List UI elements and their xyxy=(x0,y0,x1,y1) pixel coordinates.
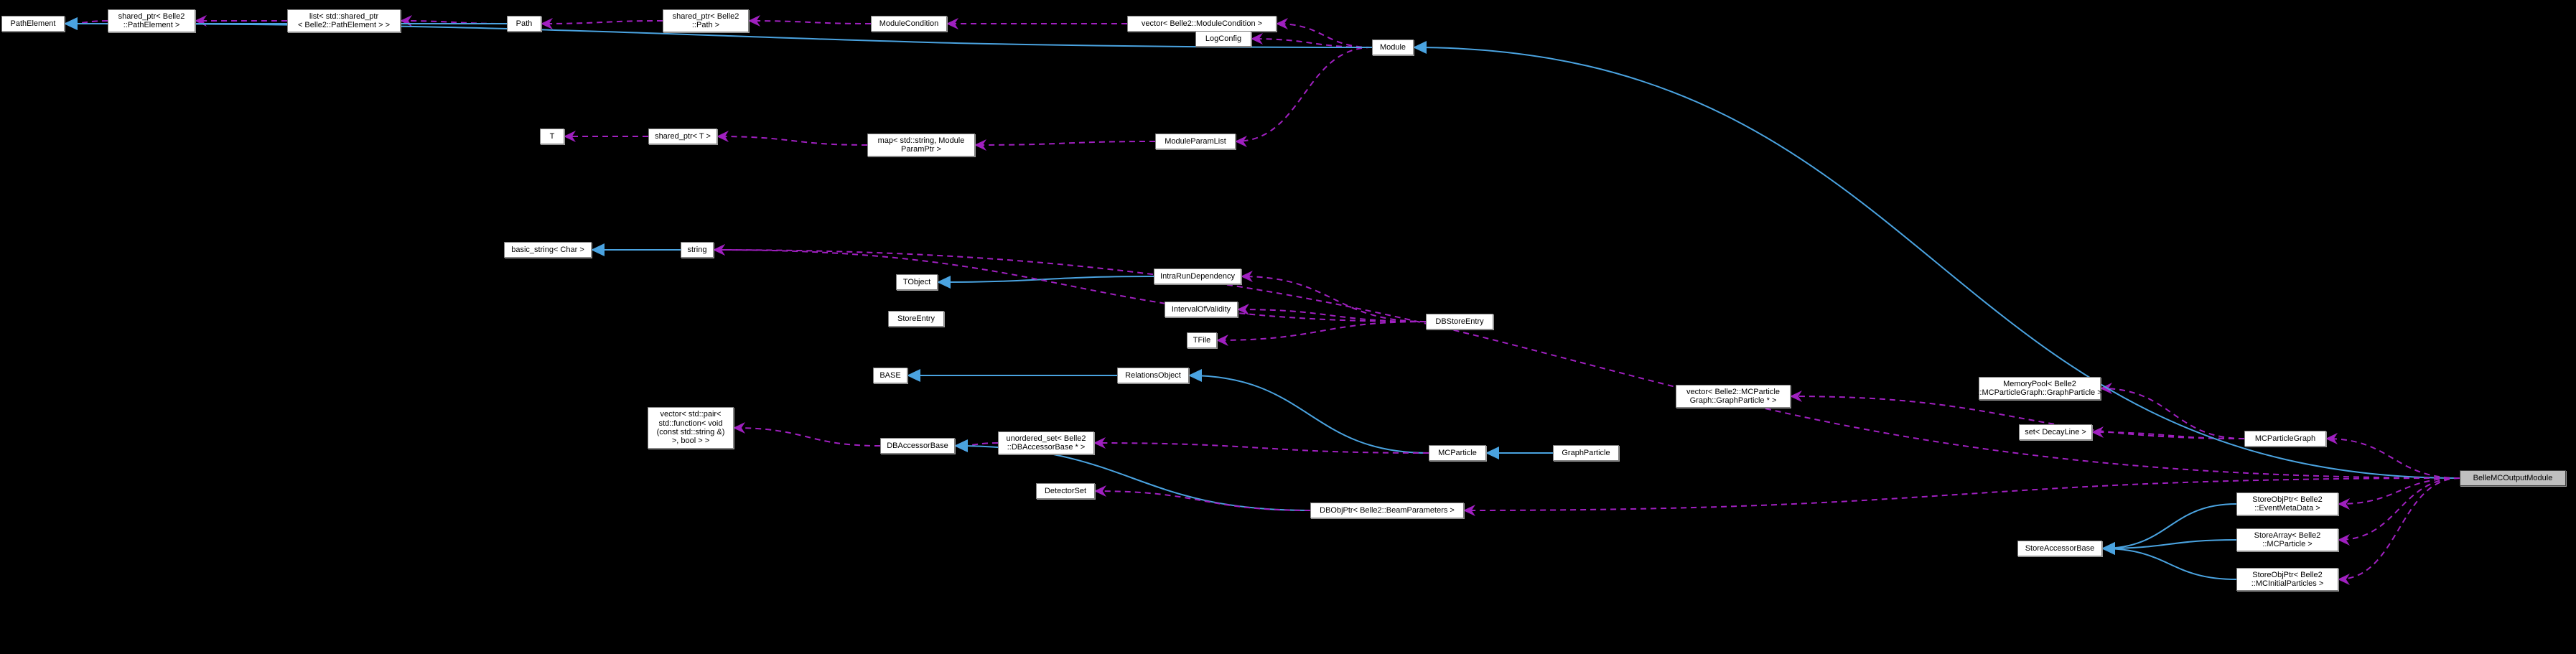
edge-module-to-vec_modulecond xyxy=(1276,18,1373,48)
class-node-module[interactable]: Module xyxy=(1372,39,1414,55)
class-node-base[interactable]: BASE xyxy=(873,368,907,383)
class-node-map_str_modparam[interactable]: map< std::string, Module ParamPtr > xyxy=(867,134,975,157)
class-node-moduleparamlist[interactable]: ModuleParamList xyxy=(1155,134,1236,149)
class-node-relationsobject[interactable]: RelationsObject xyxy=(1117,368,1189,383)
edge-intrarundep-to-tobject xyxy=(937,275,1154,289)
class-node-bellemcoutput[interactable]: BelleMCOutputModule xyxy=(2460,470,2566,486)
edge-module-to-logconfig xyxy=(1251,33,1373,48)
class-node-tfile[interactable]: TFile xyxy=(1187,332,1217,348)
edge-bellemcoutput-to-storeobjptr_emd xyxy=(2338,477,2460,510)
edge-dbstoreentry-to-string xyxy=(713,244,1427,322)
class-node-vec_modulecond[interactable]: vector< Belle2::ModuleCondition > xyxy=(1127,16,1277,32)
edge-mcparticle-to-unordered_set_dba xyxy=(1093,437,1429,454)
class-node-dbstoreentry[interactable]: DBStoreEntry xyxy=(1426,314,1493,330)
class-node-string[interactable]: string xyxy=(681,242,714,258)
edge-mcparticlegraph-to-memorypool xyxy=(2100,383,2245,439)
class-node-sp_path[interactable]: shared_ptr< Belle2 ::Path > xyxy=(663,9,749,32)
class-node-basic_string[interactable]: basic_string< Char > xyxy=(504,242,592,258)
edge-storearray_mcp-to-storeaccessorbase xyxy=(2101,539,2237,555)
edge-moduleparamlist-to-map_str_modparam xyxy=(974,139,1156,151)
edge-storeobjptr_mcip-to-storeaccessorbase xyxy=(2101,542,2237,580)
edge-unordered_set_dba-to-dbaccessorbase xyxy=(954,439,999,452)
edge-map_str_modparam-to-sp_t xyxy=(717,131,868,146)
class-node-dbaccessorbase[interactable]: DBAccessorBase xyxy=(880,438,955,454)
class-node-storearray_mcp[interactable]: StoreArray< Belle2 ::MCParticle > xyxy=(2236,528,2338,551)
class-node-intervalofvalidity[interactable]: IntervalOfValidity xyxy=(1165,302,1238,317)
edge-path-to-list_sp_pe xyxy=(400,15,508,27)
edge-dbstoreentry-to-intervalofvalidity xyxy=(1237,304,1427,322)
class-node-sp_t[interactable]: shared_ptr< T > xyxy=(648,129,717,144)
edge-module-to-moduleparamlist xyxy=(1235,47,1373,147)
edge-mcparticlegraph-to-set_decayline xyxy=(2091,426,2245,439)
class-node-storeobjptr_mcip[interactable]: StoreObjPtr< Belle2 ::MCInitialParticles… xyxy=(2236,568,2338,591)
edge-mcparticlegraph-to-vec_mcpg xyxy=(1790,391,2245,439)
class-node-vec_pair_fn[interactable]: vector< std::pair< std::function< void (… xyxy=(648,407,734,449)
edge-mcparticle-to-relationsobject xyxy=(1188,369,1429,454)
class-node-storeobjptr_emd[interactable]: StoreObjPtr< Belle2 ::EventMetaData > xyxy=(2236,492,2338,515)
edge-dbstoreentry-to-intrarundep xyxy=(1241,271,1427,322)
class-node-path[interactable]: Path xyxy=(507,16,541,32)
class-node-storeentry[interactable]: StoreEntry xyxy=(888,311,944,327)
class-node-dbobjptr_beam[interactable]: DBObjPtr< Belle2::BeamParameters > xyxy=(1310,503,1464,518)
edge-storeobjptr_emd-to-storeaccessorbase xyxy=(2101,503,2237,555)
class-node-detectorset[interactable]: DetectorSet xyxy=(1036,483,1095,499)
edge-bellemcoutput-to-storearray_mcp xyxy=(2338,477,2460,546)
edge-dbstoreentry-to-tfile xyxy=(1216,321,1427,346)
class-node-modulecondition[interactable]: ModuleCondition xyxy=(871,16,947,32)
class-node-mcparticlegraph[interactable]: MCParticleGraph xyxy=(2244,431,2326,447)
class-node-logconfig[interactable]: LogConfig xyxy=(1195,31,1251,47)
edge-sp_path-to-path xyxy=(541,17,663,29)
class-node-pathelement[interactable]: PathElement xyxy=(1,16,65,32)
class-node-unordered_set_dba[interactable]: unordered_set< Belle2 ::DBAccessorBase *… xyxy=(998,431,1094,454)
class-node-memorypool[interactable]: MemoryPool< Belle2 ::MCParticleGraph::Gr… xyxy=(1977,377,2102,400)
class-node-tobject[interactable]: TObject xyxy=(896,274,938,290)
edge-dbobjptr_beam-to-detectorset xyxy=(1094,485,1311,511)
class-node-vec_mcpg[interactable]: vector< Belle2::MCParticle Graph::GraphP… xyxy=(1676,385,1791,408)
class-node-storeaccessorbase[interactable]: StoreAccessorBase xyxy=(2017,541,2102,556)
class-node-graphparticle[interactable]: GraphParticle xyxy=(1553,445,1619,461)
class-node-set_decayline[interactable]: set< DecayLine > xyxy=(2019,424,2092,440)
edge-bellemcoutput-to-string xyxy=(713,244,2460,479)
class-node-t[interactable]: T xyxy=(540,129,564,144)
edge-bellemcoutput-to-mcparticlegraph xyxy=(2325,433,2460,479)
edge-bellemcoutput-to-module xyxy=(1413,41,2460,479)
class-node-mcparticle[interactable]: MCParticle xyxy=(1429,445,1486,461)
edge-sp_pathelement-to-pathelement xyxy=(64,17,108,29)
edge-dbaccessorbase-to-vec_pair_fn xyxy=(733,422,881,447)
class-node-sp_pathelement[interactable]: shared_ptr< Belle2 ::PathElement > xyxy=(108,9,195,32)
class-node-intrarundep[interactable]: IntraRunDependency xyxy=(1154,268,1241,284)
edge-bellemcoutput-to-storeobjptr_mcip xyxy=(2338,477,2460,585)
class-node-list_sp_pe[interactable]: list< std::shared_ptr < Belle2::PathElem… xyxy=(287,9,401,32)
edge-modulecondition-to-sp_path xyxy=(748,15,872,27)
edge-dbobjptr_beam-to-dbaccessorbase xyxy=(954,439,1311,511)
